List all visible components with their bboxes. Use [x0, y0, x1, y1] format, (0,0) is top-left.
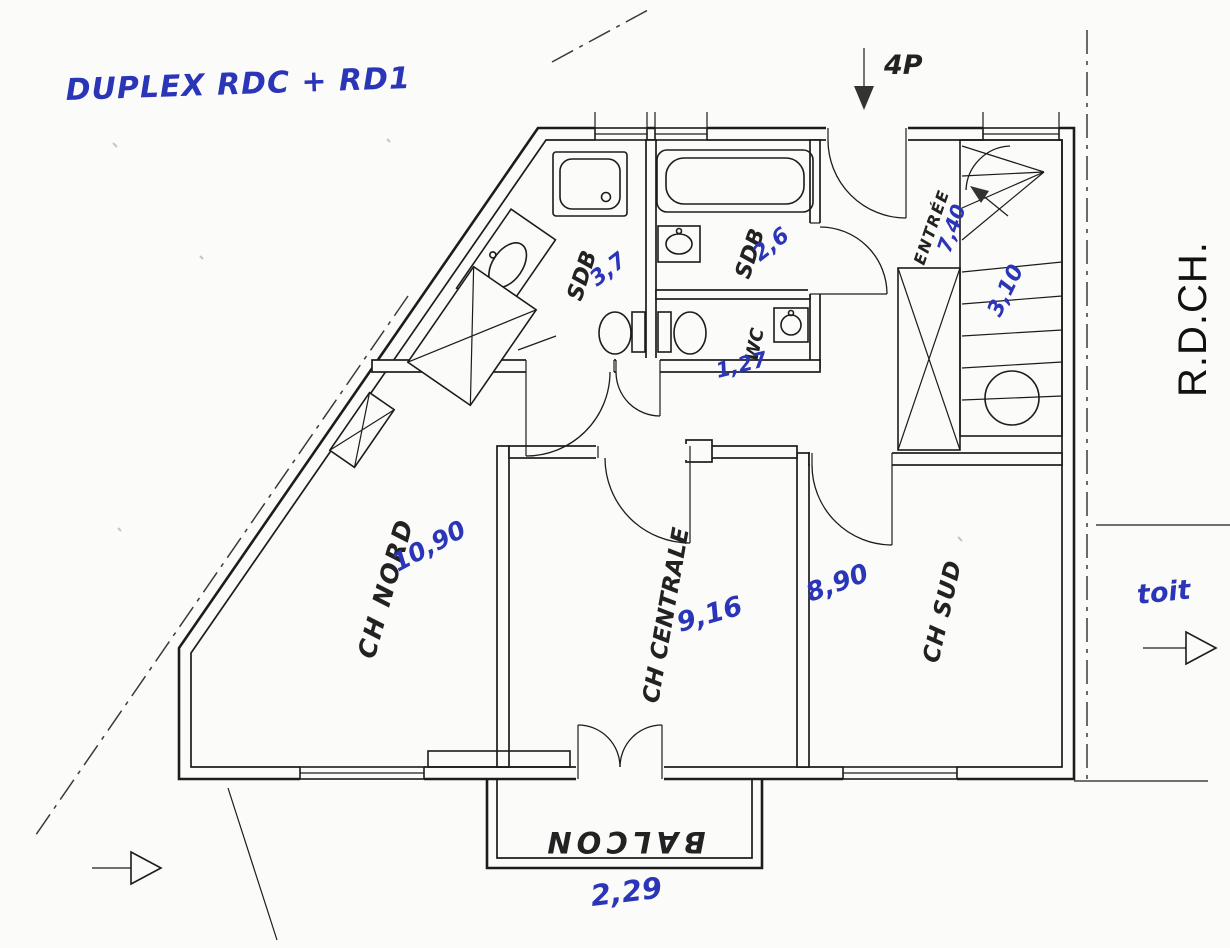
entrance-door: [827, 128, 907, 219]
fixtures: [427, 149, 814, 768]
door-sdb-nord: [525, 360, 615, 457]
corner-sink-wc: [773, 307, 809, 343]
sink-sdb-sud: [657, 225, 701, 263]
door-ch-centrale: [597, 446, 691, 544]
room-label-balcon: BALCON: [542, 825, 705, 859]
radiator: [427, 750, 571, 768]
site-lines: [32, 9, 1230, 941]
window-bottom-right: [842, 766, 958, 780]
annotation-arrows: [92, 48, 1218, 886]
roof-label: toit: [1135, 574, 1193, 611]
floor-label: R.D.CH.: [1171, 241, 1215, 397]
entrance-arrow-icon: [854, 48, 874, 110]
balcony: [485, 779, 764, 870]
closets: [328, 265, 961, 469]
pencil-specks: [112, 138, 963, 542]
door-ch-sud: [811, 453, 893, 546]
closet-hall: [897, 267, 961, 451]
balcony-french-door: [577, 724, 663, 779]
stair-direction-arrow: [970, 186, 1009, 217]
wall-ch-centrale-sud: [796, 452, 810, 768]
cabinet-diagonal: [328, 391, 396, 469]
outer-walls: [177, 112, 1076, 783]
site-direction-arrow: [92, 850, 163, 886]
staircase: [959, 139, 1063, 437]
roof-direction-arrow: [1143, 630, 1218, 666]
shower: [552, 151, 628, 217]
toilet-sud: [657, 311, 707, 355]
bathtub: [656, 149, 814, 213]
window-bottom-left: [299, 766, 425, 780]
window-top-1: [594, 112, 648, 141]
unit-type-label: 4P: [883, 50, 923, 81]
toilet-nord: [598, 311, 646, 355]
wall-sdb-separation: [645, 139, 657, 367]
wall-sdb-wc-partition: [655, 289, 811, 300]
window-top-2: [654, 112, 708, 141]
interior-doors: [525, 222, 893, 546]
wall-ch-nord-centrale: [496, 445, 510, 768]
closet-diagonal: [406, 265, 538, 407]
door-wc: [615, 360, 661, 417]
door-sdb-sud: [810, 222, 888, 295]
